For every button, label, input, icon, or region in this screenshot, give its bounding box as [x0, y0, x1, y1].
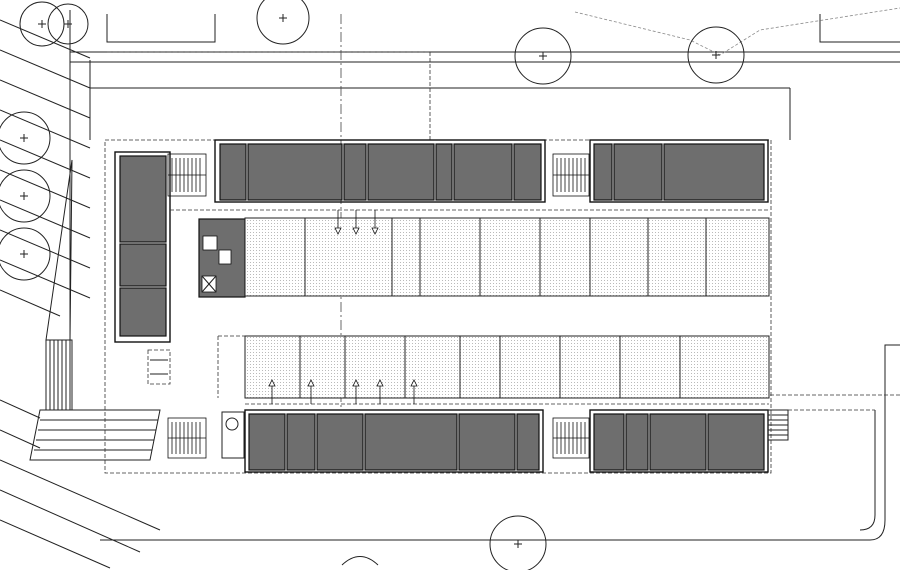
room: [119, 287, 167, 337]
courtyard-south-block: [217, 335, 770, 399]
trees: [0, 0, 745, 570]
west-wing: [114, 151, 171, 385]
room: [593, 143, 613, 201]
west-hatch: [0, 19, 161, 569]
room: [119, 155, 167, 243]
room: [248, 413, 286, 471]
elevator-symbol: [201, 275, 217, 293]
room: [286, 413, 316, 471]
room: [458, 413, 516, 471]
arrow-marker: [376, 379, 384, 404]
stair-symbol: [167, 417, 207, 459]
arrow-marker: [371, 210, 379, 235]
stair-symbol: [552, 153, 590, 197]
arrow-marker: [268, 379, 276, 404]
courtyard-north-block: [244, 217, 770, 297]
room: [593, 413, 625, 471]
east-entry-stair: [767, 409, 789, 441]
room: [513, 143, 542, 201]
room: [663, 143, 765, 201]
west-entry-stair: [29, 339, 161, 461]
room: [316, 413, 364, 471]
arrow-marker: [334, 210, 342, 235]
room: [453, 143, 513, 201]
tree-symbol: [256, 0, 310, 45]
room: [119, 243, 167, 287]
room: [219, 143, 247, 201]
arrow-marker: [352, 379, 360, 404]
stair-symbol: [167, 153, 207, 197]
tree-symbol: [0, 227, 51, 281]
room: [247, 143, 343, 201]
tree-symbol: [0, 111, 51, 165]
stair-symbol: [552, 417, 590, 459]
tree-symbol: [687, 26, 745, 84]
tree-symbol: [0, 169, 51, 223]
arrow-marker: [307, 379, 315, 404]
room: [364, 413, 458, 471]
arrow-marker: [410, 379, 418, 404]
tree-symbol: [514, 27, 572, 85]
service-core: [198, 218, 246, 298]
room: [367, 143, 435, 201]
room: [435, 143, 453, 201]
tree-symbol: [489, 515, 547, 570]
tree-symbol: [19, 1, 65, 47]
building: [104, 14, 789, 474]
arrow-marker: [352, 210, 360, 235]
tree-symbol: [47, 3, 89, 45]
room: [613, 143, 663, 201]
room: [516, 413, 540, 471]
south-wing: [167, 409, 789, 473]
north-wing: [167, 139, 769, 203]
room: [343, 143, 367, 201]
room: [625, 413, 649, 471]
room: [707, 413, 765, 471]
arrow-markers: [268, 210, 418, 404]
room: [649, 413, 707, 471]
